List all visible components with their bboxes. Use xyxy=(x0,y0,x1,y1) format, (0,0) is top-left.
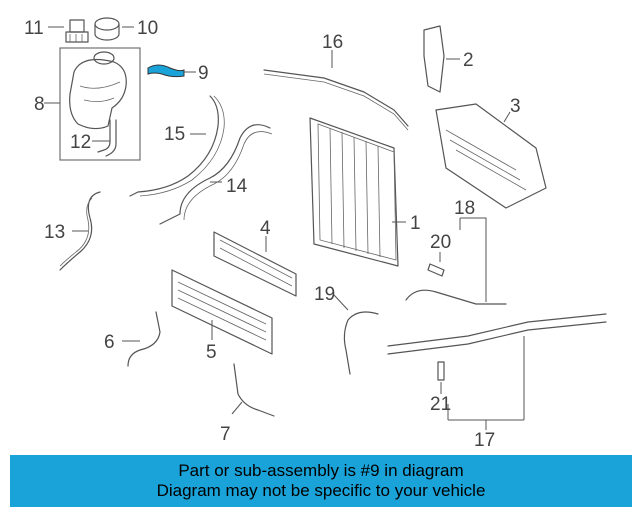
callout-21: 21 xyxy=(430,394,451,415)
callout-3: 3 xyxy=(510,96,521,117)
callout-6: 6 xyxy=(104,332,115,353)
fitting-part-20 xyxy=(427,263,445,277)
radiator-part-1 xyxy=(309,117,399,267)
callout-20: 20 xyxy=(430,232,451,253)
air-duct-part-3 xyxy=(435,103,547,209)
hose-part-7 xyxy=(233,363,275,417)
banner-line-2: Diagram may not be specific to your vehi… xyxy=(156,481,486,500)
hose-part-6 xyxy=(127,311,161,367)
hose-fitting-part-12 xyxy=(97,119,117,157)
cooler-part-5 xyxy=(171,269,273,355)
callout-11: 11 xyxy=(24,18,44,39)
callout-18: 18 xyxy=(454,198,475,219)
banner-line-1: Part or sub-assembly is #9 in diagram xyxy=(178,461,464,480)
callout-19: 19 xyxy=(314,284,335,305)
hose-part-14 xyxy=(159,124,271,225)
callout-5: 5 xyxy=(206,342,217,363)
pipe-part-16 xyxy=(263,69,409,127)
reservoir-group-box xyxy=(59,47,141,161)
callout-17: 17 xyxy=(474,430,495,451)
info-banner: Part or sub-assembly is #9 in diagram Di… xyxy=(10,455,632,507)
cap-part-11 xyxy=(65,19,89,43)
pipe-assembly-part-17 xyxy=(387,313,607,355)
hose-part-15 xyxy=(129,95,219,197)
callout-13: 13 xyxy=(44,222,65,243)
callout-10: 10 xyxy=(137,18,158,39)
callout-1: 1 xyxy=(410,213,421,234)
shroud-part-2 xyxy=(423,25,445,93)
expansion-reservoir-icon xyxy=(69,51,127,130)
callout-15: 15 xyxy=(164,124,185,145)
callout-14: 14 xyxy=(226,176,248,197)
callout-16: 16 xyxy=(322,32,343,53)
cap-part-10 xyxy=(94,17,120,41)
bracket-part-21 xyxy=(437,361,445,381)
callout-9: 9 xyxy=(198,63,209,84)
highlighted-part-9 xyxy=(147,64,185,78)
callout-7: 7 xyxy=(220,424,231,445)
hose-part-18 xyxy=(405,289,507,305)
callout-12: 12 xyxy=(70,132,91,153)
callout-4: 4 xyxy=(260,218,271,239)
parts-diagram: 11 10 9 8 12 15 14 13 16 2 3 1 4 18 20 1… xyxy=(24,17,607,451)
hose-part-19 xyxy=(343,311,379,375)
callout-2: 2 xyxy=(463,50,474,71)
cooler-part-4 xyxy=(213,231,297,297)
callout-8: 8 xyxy=(34,94,45,115)
